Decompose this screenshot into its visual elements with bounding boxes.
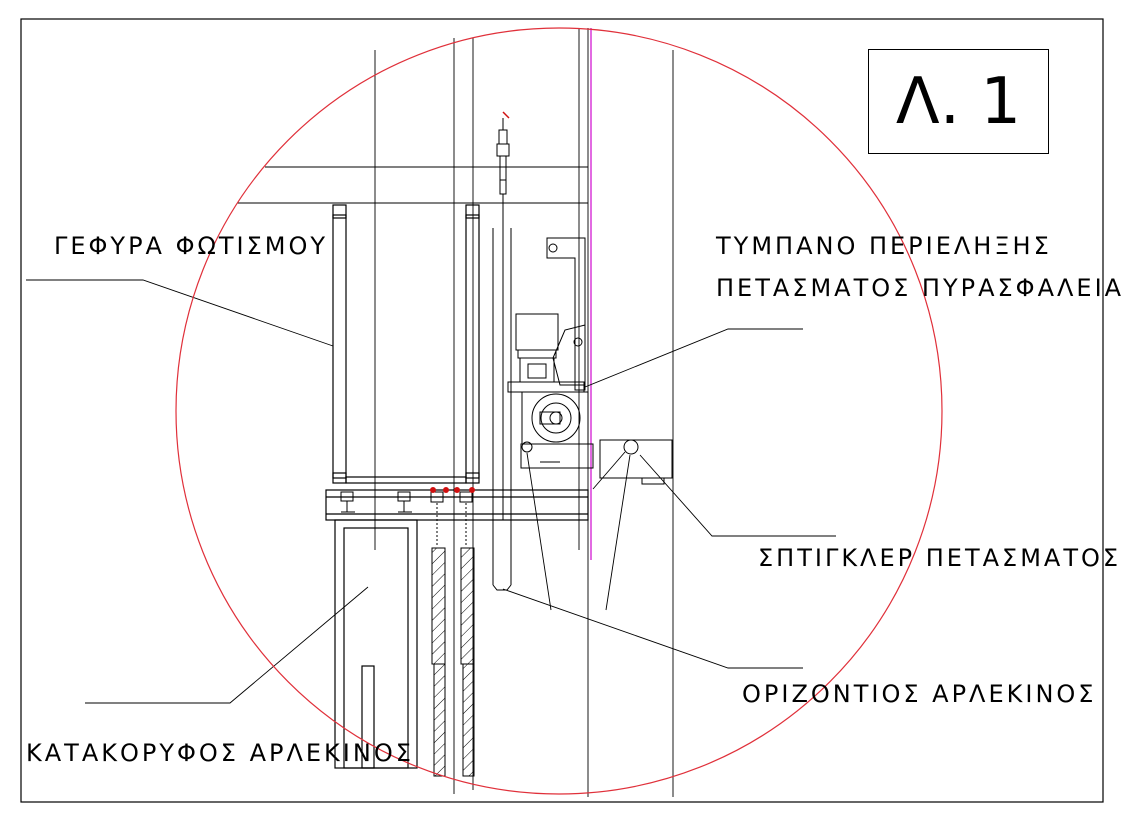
label-sprinkler: ΣΠΤΙΓΚΛΕΡ ΠΕΤΑΣΜΑΤΟΣ: [758, 544, 1122, 572]
lighting-bridge: [332, 204, 480, 484]
label-horizontal-harlequin: ΟΡΙΖΟΝΤΙΟΣ ΑΡΛΕΚΙΝΟΣ: [742, 680, 1097, 708]
sheet-border: [20, 18, 1104, 803]
sheet-id: Λ. 1: [895, 64, 1022, 139]
main-beam: [325, 489, 589, 521]
rod-tip-icon: [502, 111, 510, 119]
label-vertical-harlequin: ΚΑΤΑΚΟΡΥΦΟΣ ΑΡΛΕΚΙΝΟΣ: [26, 739, 414, 767]
sprinkler-spray-lines: [526, 451, 631, 611]
hatched-columns: [431, 547, 475, 777]
label-drum-line2: ΠΕΤΑΣΜΑΤΟΣ ΠΥΡΑΣΦΑΛΕΙΑΣ: [716, 274, 1122, 302]
drum-motor-assembly: [507, 237, 673, 485]
horizontal-harlequin-tube: [492, 228, 512, 591]
beam-hangers: [340, 491, 473, 513]
sprinkler-heads: [430, 487, 475, 493]
horizontal-grid-lines: [237, 166, 588, 204]
sheet-id-box: Λ. 1: [868, 49, 1049, 154]
hanging-rod: [496, 118, 510, 520]
label-drum-line1: ΤΥΜΠΑΝΟ ΠΕΡΙΕΛΗΞΗΣ: [716, 232, 1052, 260]
vertical-grid-lines: [374, 28, 674, 797]
leader-lines: [26, 279, 836, 704]
vertical-harlequin-panel: [334, 519, 418, 769]
detail-circle: [175, 27, 943, 795]
chains: [436, 503, 467, 545]
label-lighting-bridge: ΓΕΦΥΡΑ ΦΩΤΙΣΜΟΥ: [54, 232, 328, 260]
